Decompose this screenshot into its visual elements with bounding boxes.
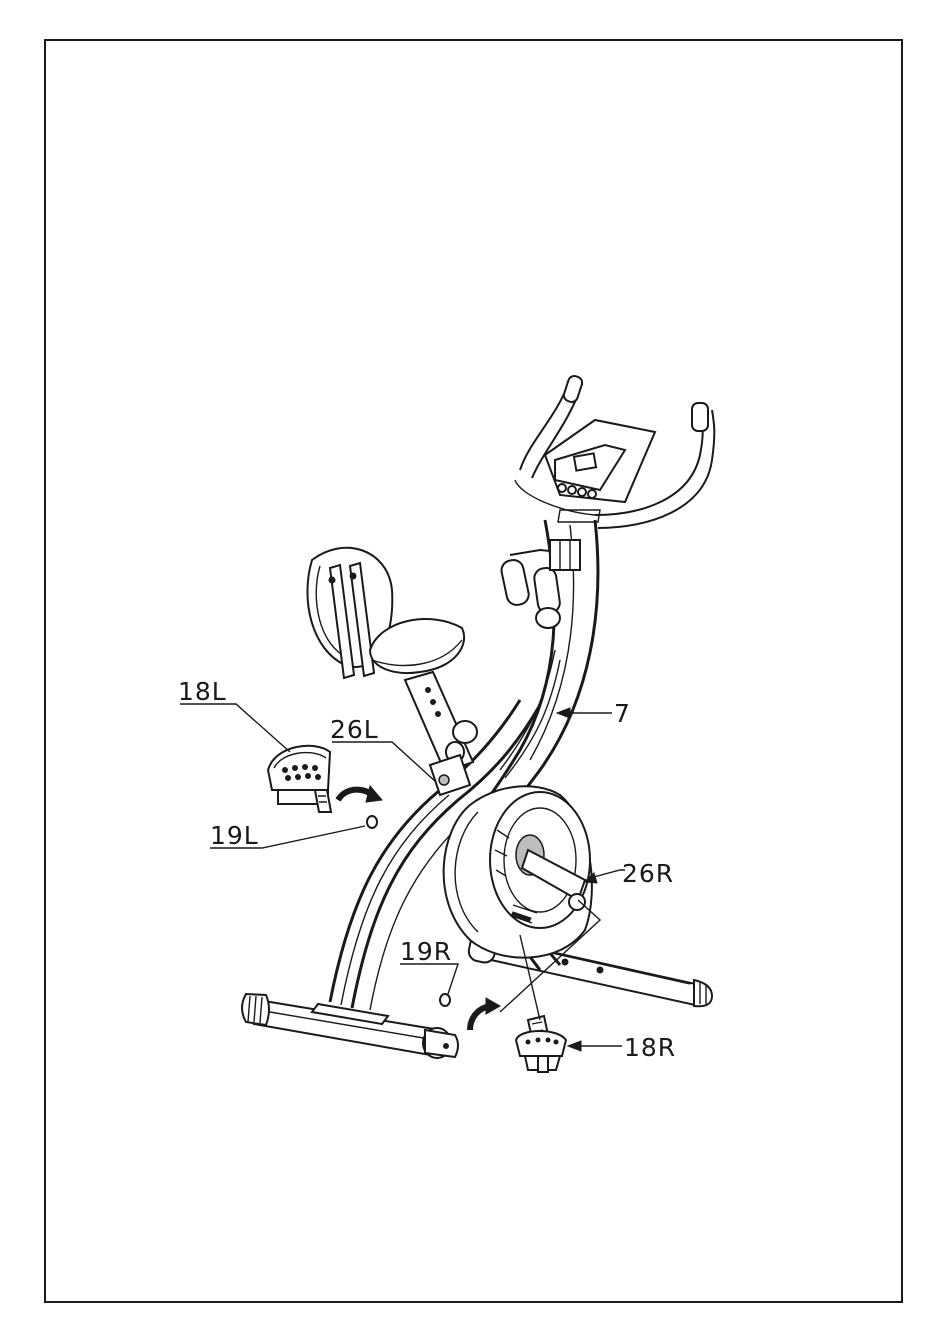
- label-19R: 19R: [400, 937, 452, 966]
- rotation-arrow-icon: [470, 998, 500, 1030]
- label-18R: 18R: [624, 1033, 676, 1062]
- pedal-nut-left: [367, 816, 377, 828]
- flywheel-housing: [444, 786, 592, 957]
- pedal-nut-right: [440, 994, 450, 1006]
- label-26L: 26L: [330, 715, 379, 744]
- rotation-arrow-icon: [338, 786, 382, 802]
- pedal-left: [268, 746, 331, 812]
- arm-handles: [500, 540, 580, 628]
- front-stabilizer: [242, 994, 458, 1058]
- label-26R: 26R: [622, 859, 674, 888]
- label-7: 7: [614, 699, 631, 728]
- label-19L: 19L: [210, 821, 259, 850]
- label-18L: 18L: [178, 677, 227, 706]
- handlebar-assembly: [515, 374, 714, 528]
- seat-assembly: [307, 548, 477, 795]
- pedal-right: [516, 1016, 566, 1072]
